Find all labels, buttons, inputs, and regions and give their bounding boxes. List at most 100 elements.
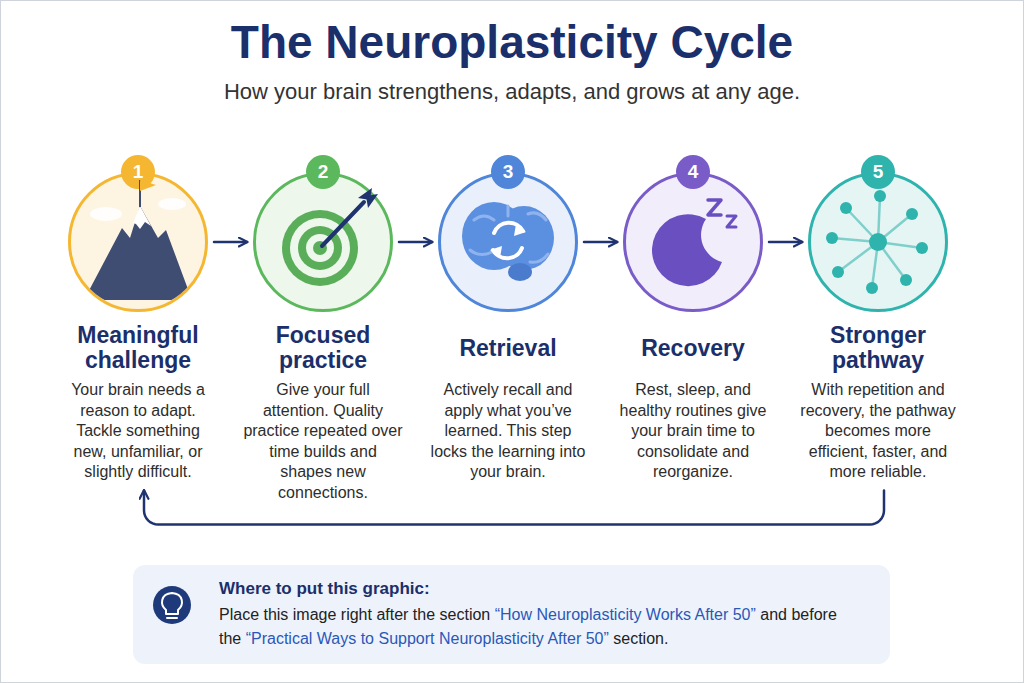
brain-fold [470,206,548,262]
cycle-arrow [399,241,432,244]
text-stack: 3RetrievalActively recall and apply what… [418,155,598,483]
snow-cap [133,206,151,229]
target-ring [282,210,358,286]
network-node [866,282,878,294]
step-description: Rest, sleep, and healthy routines give y… [613,380,773,483]
callout-number: 3 [491,155,525,189]
flag-pole [139,180,141,207]
text-run: “Practical Ways to Support Neuroplastici… [246,630,609,647]
flag [140,180,156,191]
text-stack: 2Focused practiceGive your full attentio… [233,155,413,503]
step-description: Your brain needs a reason to adapt. Tack… [58,380,218,483]
network-node [900,274,912,286]
cloud [90,207,122,221]
brain-icon [462,202,554,281]
cycle-arrow [214,241,247,244]
brain-lobe [462,202,526,270]
cycle-arrowhead [514,224,526,236]
moon-icon [652,200,736,286]
step-heading: Meaningful challenge [48,322,228,374]
step-description: Actively recall and apply what you’ve le… [428,380,588,483]
note-box: Where to put this graphic: Place this ima… [133,565,890,664]
callout-number: 1 [121,155,155,189]
network-icon [832,196,922,288]
cycle-arrow [584,241,617,244]
text-run: “How Neuroplasticity Works After 50” [495,606,756,623]
network-link [878,196,880,242]
bulb-base [167,617,177,619]
sleep-z [727,216,736,227]
step-description: With repetition and recovery, the pathwa… [798,380,958,483]
bulb-badge [153,586,191,624]
text-run: Rest, sleep, and healthy routines give y… [620,381,767,480]
network-link [832,238,878,242]
network-link [878,214,912,242]
step-heading: Focused practice [233,322,413,374]
text-run: Stronger pathway [788,323,968,373]
dart-fletching [366,194,378,208]
cycle-arrow [144,491,884,525]
mountain [84,206,192,300]
step-circle: 2Focused practiceGive your full attentio… [253,172,393,312]
target-icon [282,188,378,286]
callout-number: 4 [676,155,710,189]
text-run: 2 [318,161,329,182]
network-link [878,242,922,248]
subtitle: How your brain strengthens, adapts, and … [0,78,1024,106]
cycle-arrow [494,223,523,233]
text-run: Focused practice [233,323,413,373]
cycle-arrowhead [490,246,502,258]
text-run: Recovery [641,336,745,361]
target-ring [306,234,334,262]
text-run: Place this image right after the section [219,606,495,623]
network-link [846,208,878,242]
step-circle: 4RecoveryRest, sleep, and healthy routin… [623,172,763,312]
step-heading: Stronger pathway [788,322,968,374]
text-run: 4 [688,161,699,182]
step-circle: 1Meaningful challengeYour brain needs a … [68,172,208,312]
text-run: Actively recall and apply what you’ve le… [431,381,586,480]
network-nodes [826,190,928,294]
step-description: Give your full attention. Quality practi… [243,380,403,503]
text-run: Your brain needs a reason to adapt. Tack… [71,381,205,480]
mountain-icon [84,180,192,300]
sleep-z [708,200,721,215]
cycle-arrow [769,241,802,244]
network-node [832,266,844,278]
brain-lobe [494,206,554,270]
step-heading: Retrieval [418,322,598,374]
target-ring [290,218,350,278]
network-node [874,190,886,202]
step-heading: Recovery [603,322,783,374]
network-node [916,242,928,254]
cloud [158,198,186,210]
text-run: Meaningful challenge [48,323,228,373]
text-stack: 5Stronger pathwayWith repetition and rec… [788,155,968,483]
text-run: 1 [133,161,144,182]
step-circle: 5Stronger pathwayWith repetition and rec… [808,172,948,312]
text-run: 5 [873,161,884,182]
callout-number: 2 [306,155,340,189]
bulb [162,593,182,614]
note-text: Place this image right after the section… [219,603,850,651]
brain-stem [508,263,532,281]
network-node [840,202,852,214]
target-ring [298,226,342,270]
text-run: With repetition and recovery, the pathwa… [800,381,955,480]
network-node [906,208,918,220]
text-run: Retrieval [459,336,556,361]
target-center [313,241,327,255]
text-stack: 4RecoveryRest, sleep, and healthy routin… [603,155,783,483]
note-heading: Where to put this graphic: [219,578,850,600]
text-run: section. [609,630,669,647]
step-circle: 3RetrievalActively recall and apply what… [438,172,578,312]
network-link [872,242,878,288]
text-run: Where to put this graphic: [219,579,430,598]
dart-fletching [358,188,372,200]
cycle-arrow [493,248,522,258]
title: The Neuroplasticity Cycle [0,14,1024,70]
bulb-icon [153,586,191,624]
text-run: Give your full attention. Quality practi… [243,381,402,501]
